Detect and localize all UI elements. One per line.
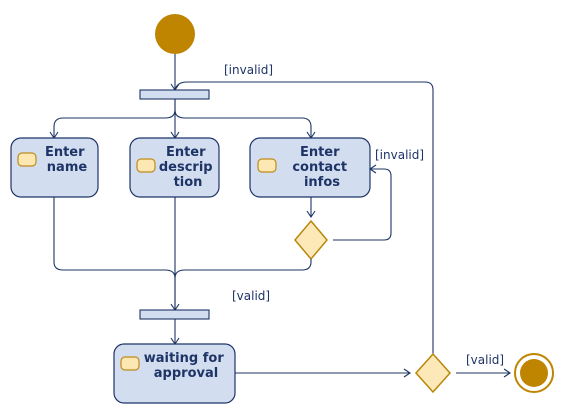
end-node-core [520,359,548,387]
label-waiting-1: waiting for [144,351,225,366]
guard-final-valid: [valid] [466,353,504,367]
action-enter-name: Enter name [10,137,99,198]
edge-name-join [53,197,176,310]
action-waiting-for-approval: waiting for approval [113,343,236,404]
action-icon [257,158,277,173]
edge-contact-invalid [333,168,392,241]
label-enter-description-2: descrip [159,160,213,175]
label-enter-description-3: tion [174,175,203,190]
svg-text:waiting for approval: waiting for approval [144,351,229,381]
decision-contact [294,219,328,261]
edge-contact-join [174,259,312,279]
label-enter-contact-1: Enter [300,145,340,160]
label-enter-name-1: Enter [45,145,85,160]
arrowhead [369,164,377,174]
svg-text:Enter name: Enter name [45,145,89,175]
join-bar [139,309,210,320]
action-enter-contact-infos: Enter contact infos [249,137,371,198]
edge-fork-name [53,99,176,138]
action-icon [136,158,156,173]
label-enter-name-2: name [47,160,88,175]
start-node [155,14,195,54]
fork-bar [139,89,210,100]
svg-text:Enter contact info: Enter contact infos [292,145,351,190]
guard-loop-invalid: [invalid] [224,63,273,77]
edge-fork-contact [174,109,312,138]
action-icon [120,356,140,371]
label-enter-contact-2: contact [292,160,347,175]
arrowhead [306,210,316,218]
guard-contact-invalid: [invalid] [375,148,424,162]
label-enter-contact-3: infos [304,175,340,190]
action-enter-description: Enter descrip tion [129,137,220,198]
label-enter-description-1: Enter [166,145,206,160]
guard-merge-valid: [valid] [232,289,270,303]
arrowhead [503,368,511,378]
arrowhead [403,368,411,378]
svg-text:Enter descrip tion: Enter descrip tion [159,145,217,190]
label-waiting-2: approval [154,366,218,381]
edge-loop-invalid [174,81,434,355]
decision-approval [414,352,452,394]
action-icon [17,152,37,167]
